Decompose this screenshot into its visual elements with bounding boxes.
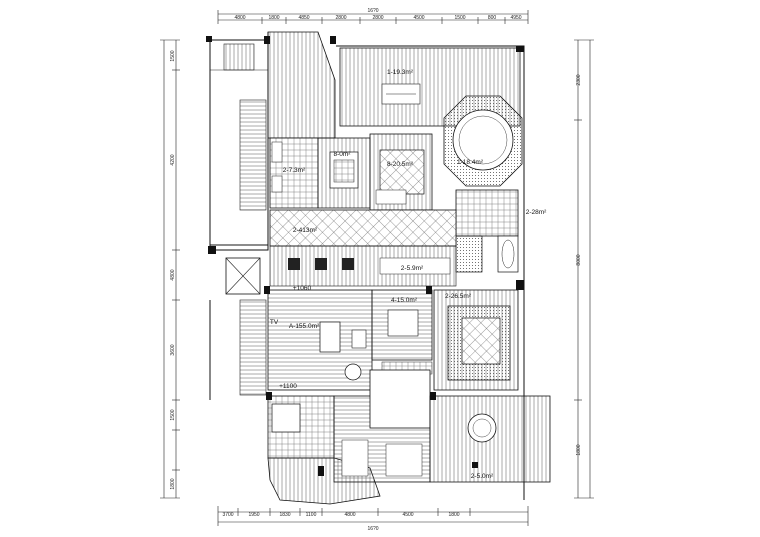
- label-round-pavilion: 1-18.4m²: [457, 159, 484, 166]
- lower-middle-deck: [333, 369, 431, 483]
- label-kitchen: 2-7.3m²: [283, 167, 306, 174]
- top-dim-1: 4800: [234, 15, 245, 21]
- label-master-bed: 2-26.5m²: [445, 293, 472, 300]
- top-dim-6: 4500: [413, 15, 424, 21]
- lobby: [269, 245, 457, 287]
- top-dim-3: 4850: [298, 15, 309, 21]
- elevation-note-2: +1100: [279, 383, 297, 390]
- top-dimension-lines: 16?0 4800 1800 4850 2800 2800 4500 1500 …: [217, 8, 529, 24]
- label-bath-small: 2-28m²: [526, 209, 547, 216]
- right-dim-2: 8000: [576, 254, 582, 265]
- label-dining: 8-0m²: [334, 151, 352, 158]
- kitchen: [269, 137, 319, 209]
- dining: [317, 137, 371, 209]
- outer-walls: [206, 32, 525, 500]
- left-dim-1: 1500: [170, 50, 176, 61]
- left-dim-5: 1500: [170, 409, 176, 420]
- bottom-dim-3: 1830: [279, 512, 290, 518]
- label-corridor: 2-413m²: [293, 227, 318, 234]
- left-dim-3: 4800: [170, 269, 176, 280]
- lower-right-terrace: [429, 395, 551, 483]
- bottom-dim-5: 4800: [344, 512, 355, 518]
- entrance-stair-block: [209, 39, 269, 396]
- top-dim-2: 1800: [268, 15, 279, 21]
- living: [267, 289, 373, 391]
- bottom-dim-4: 1100: [306, 512, 317, 518]
- shaft-block: [267, 31, 336, 139]
- bath-small: [455, 189, 519, 273]
- label-roof-garden: 1-19.3m²: [387, 69, 414, 76]
- bottom-dim-2: 1950: [248, 512, 259, 518]
- right-dim-3: 1800: [576, 444, 582, 455]
- bottom-dim-6: 4500: [402, 512, 413, 518]
- bottom-dimension-lines: 16?0 3700 1950 1830 1100 4800 4500 1800: [217, 506, 529, 532]
- master-bedroom: [433, 289, 519, 391]
- tv-label: TV: [270, 319, 279, 326]
- top-dim-9: 4950: [510, 15, 521, 21]
- label-living: A-155.0m²: [289, 323, 320, 330]
- left-dim-2: 4200: [170, 154, 176, 165]
- elevation-note-1: +1060: [293, 285, 312, 292]
- study: [371, 289, 433, 375]
- corridor: [269, 209, 457, 247]
- bedroom-small: [369, 133, 433, 211]
- label-bedroom-small: 8-20.5m²: [387, 161, 414, 168]
- top-dim-8: 800: [488, 15, 497, 21]
- top-dim-7: 1500: [454, 15, 465, 21]
- left-dim-4: 3600: [170, 344, 176, 355]
- top-overall-dim: 16?0: [367, 8, 378, 14]
- label-study: 4-15.0m²: [391, 297, 418, 304]
- right-dim-1: 2300: [576, 74, 582, 85]
- terrace-label: 2-5.0m²: [471, 473, 494, 480]
- top-dim-4: 2800: [335, 15, 346, 21]
- bottom-dim-7: 1800: [448, 512, 459, 518]
- label-lobby: 2-5.9m²: [401, 265, 424, 272]
- bottom-overall-dim: 16?0: [367, 526, 378, 532]
- room-labels: 1-19.3m² 1-18.4m² 2-7.3m² 8-0m² 8-20.5m²…: [270, 69, 547, 480]
- top-dim-5: 2800: [372, 15, 383, 21]
- round-pavilion: [443, 95, 523, 187]
- bottom-dim-1: 3700: [222, 512, 233, 518]
- left-dimension-lines: 1500 4200 4800 3600 1500 1800: [160, 39, 180, 499]
- right-dimension-lines: 2300 8000 1800: [574, 39, 594, 499]
- left-dim-6: 1800: [170, 478, 176, 489]
